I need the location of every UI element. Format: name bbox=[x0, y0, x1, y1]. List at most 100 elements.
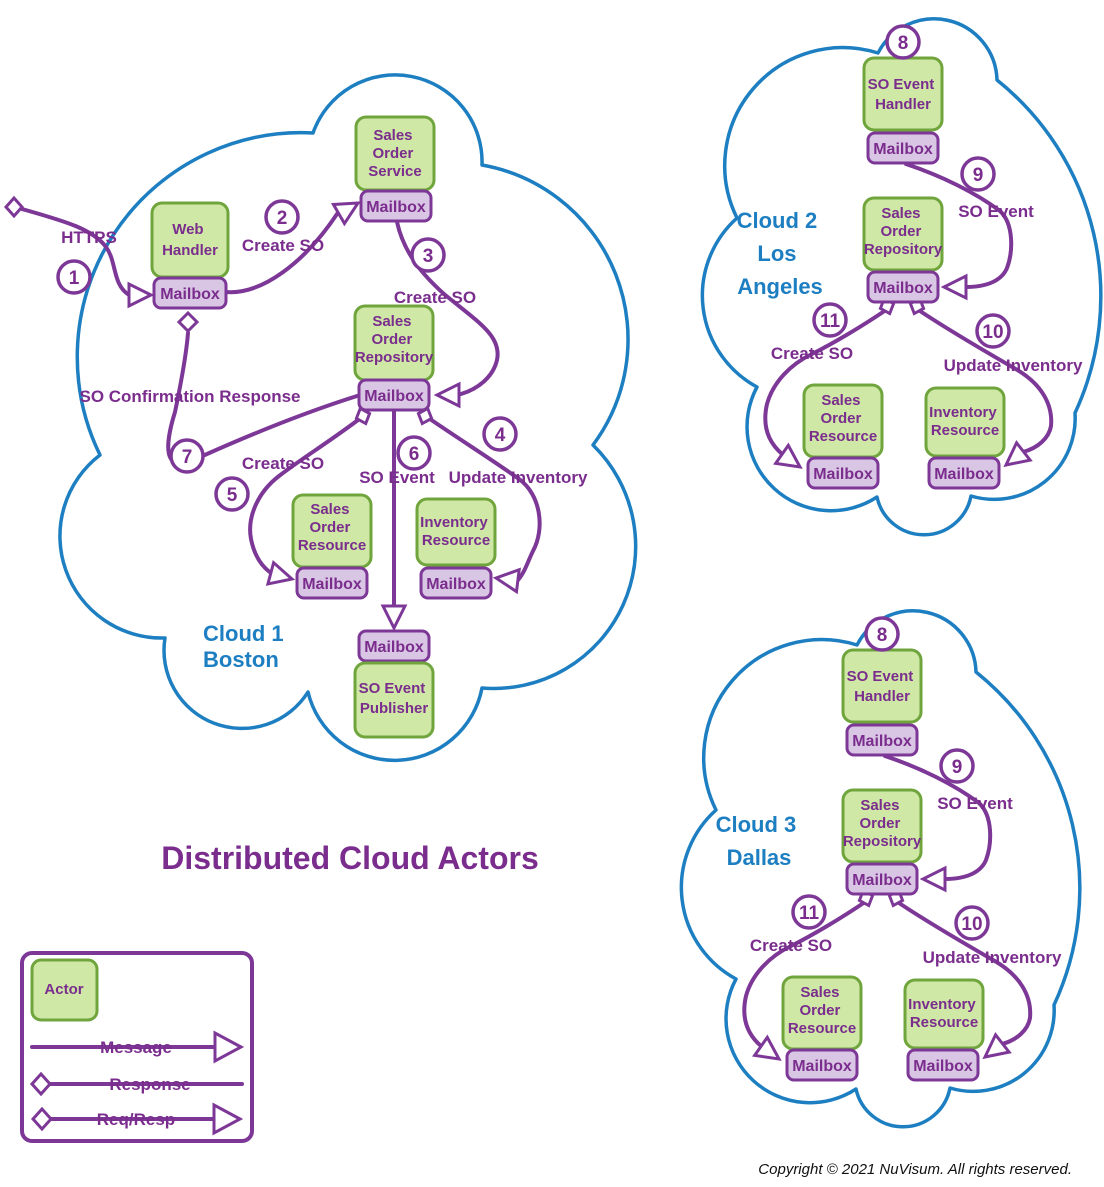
number-circle bbox=[864, 616, 900, 652]
cloud2-actor-so-event-handler bbox=[862, 56, 944, 132]
cloud2-actor-inventory-resource bbox=[924, 386, 1006, 458]
cloud1-message-5-label: Create SO bbox=[242, 454, 324, 473]
cloud3-actor-sales-order-repository bbox=[841, 788, 923, 864]
cloud1-repo-connector-diamond-left bbox=[354, 406, 372, 426]
cloud3-actor-inventory-resource-label: Inventory Resource bbox=[908, 996, 980, 1031]
cloud2-group: SO Event Handler Mailbox Sales Order Rep… bbox=[737, 24, 1083, 490]
cloud1-actor-sales-order-repository-label: Sales Order Repository bbox=[355, 313, 434, 366]
cloud1-message-4-arrowhead bbox=[492, 567, 521, 595]
legend-response-label: Response bbox=[109, 1075, 190, 1094]
cloud3-message-11-label: Create SO bbox=[750, 936, 832, 955]
cloud1-message-5-number-badge: 5 bbox=[214, 476, 250, 512]
number-circle bbox=[410, 237, 446, 273]
number-circle bbox=[396, 435, 432, 471]
cloud1-actor-web-handler bbox=[150, 201, 230, 279]
cloud2-actor-so-event-handler-label: SO Event Handler bbox=[868, 76, 939, 113]
cloud2-mailbox-inventory-resource bbox=[927, 456, 1001, 490]
legend-actor-label: Actor bbox=[44, 981, 83, 998]
cloud2-actor-sales-order-resource-label: Sales Order Resource bbox=[809, 392, 877, 445]
cloud2-actor-sales-order-repository-label: Sales Order Repository bbox=[864, 205, 943, 258]
cloud3-mailbox-inventory-resource bbox=[906, 1048, 980, 1082]
cloud2-mailbox-sales-order-repository bbox=[866, 270, 940, 304]
cloud1-actor-inventory-resource bbox=[415, 497, 497, 567]
legend-message-arrowhead bbox=[213, 1030, 245, 1064]
cloud1-mailbox-so-event-publisher-label: Mailbox bbox=[364, 639, 424, 656]
number-text: 10 bbox=[982, 322, 1003, 343]
legend-box bbox=[20, 951, 254, 1143]
cloud2-message-10-number-badge: 10 bbox=[975, 313, 1011, 349]
cloud1-message-7-response-diamond bbox=[176, 310, 200, 334]
cloud1-message-7-number-badge: 7 bbox=[169, 438, 205, 474]
cloud2-mailbox-sales-order-repository-label: Mailbox bbox=[873, 280, 933, 297]
cloud2-message-11-number-badge: 11 bbox=[812, 302, 848, 338]
cloud1-mailbox-sales-order-repository bbox=[357, 378, 431, 412]
number-text: 8 bbox=[898, 33, 909, 54]
cloud1-mailbox-sales-order-service bbox=[359, 189, 433, 223]
cloud1-message-3-label: Create SO bbox=[394, 288, 476, 307]
cloud3-label: Cloud 3 Dallas bbox=[716, 812, 803, 870]
legend-response-diamond bbox=[29, 1071, 53, 1097]
number-circle bbox=[264, 199, 300, 235]
number-circle bbox=[954, 905, 990, 941]
number-circle bbox=[975, 313, 1011, 349]
cloud3-group: SO Event Handler Mailbox Sales Order Rep… bbox=[679, 609, 1082, 1129]
cloud1-message-1-origin-diamond bbox=[3, 195, 25, 219]
cloud2-message-9-arrowhead bbox=[940, 273, 968, 301]
number-text: 2 bbox=[277, 208, 288, 229]
legend-message-label: Message bbox=[100, 1038, 172, 1057]
cloud3-message-8-number-badge: 8 bbox=[864, 616, 900, 652]
cloud1-group: Web Handler Mailbox Sales Order Service … bbox=[3, 115, 588, 739]
legend-actor-swatch bbox=[30, 958, 99, 1022]
cloud3-mailbox-sales-order-repository-label: Mailbox bbox=[852, 872, 912, 889]
cloud2-message-10-arrowhead bbox=[1003, 439, 1033, 468]
cloud2-mailbox-so-event-handler bbox=[866, 131, 940, 165]
cloud1-message-3-number-badge: 3 bbox=[410, 237, 446, 273]
cloud1-message-2-number-badge: 2 bbox=[264, 199, 300, 235]
cloud2-message-9-path bbox=[904, 162, 1014, 289]
cloud1-message-6-number-badge: 6 bbox=[396, 435, 432, 471]
number-text: 9 bbox=[952, 757, 963, 778]
cloud3-actor-sales-order-repository-label: Sales Order Repository bbox=[843, 797, 922, 850]
cloud2-actor-sales-order-repository bbox=[862, 196, 944, 272]
number-text: 6 bbox=[409, 444, 420, 465]
cloud1-actor-so-event-publisher-label: SO Event Publisher bbox=[359, 680, 430, 717]
cloud3-message-11-arrowhead bbox=[752, 1034, 782, 1061]
cloud2-message-9-label: SO Event bbox=[958, 202, 1034, 221]
number-text: 10 bbox=[961, 914, 982, 935]
cloud1-mailbox-sales-order-resource-label: Mailbox bbox=[302, 576, 362, 593]
cloud2-message-11-arrowhead bbox=[773, 442, 803, 469]
cloud2-message-8-number-badge: 8 bbox=[885, 24, 921, 60]
legend-reqresp-label: Req/Resp bbox=[97, 1110, 175, 1129]
cloud3-message-9-number-badge: 9 bbox=[939, 748, 975, 784]
cloud1-mailbox-inventory-resource-label: Mailbox bbox=[426, 576, 486, 593]
number-text: 11 bbox=[820, 311, 841, 332]
number-circle bbox=[812, 302, 848, 338]
cloud3-message-10-number-badge: 10 bbox=[954, 905, 990, 941]
cloud1-actor-web-handler-label: Web Handler bbox=[162, 221, 218, 259]
cloud1-message-6-label: SO Event bbox=[359, 468, 435, 487]
cloud1-outline bbox=[58, 73, 638, 763]
cloud2-message-10-path bbox=[918, 309, 1054, 454]
legend-reqresp-arrowhead bbox=[212, 1102, 244, 1136]
cloud1-message-1-label: HTTPS bbox=[61, 228, 117, 247]
number-text: 3 bbox=[423, 246, 434, 267]
cloud1-actor-so-event-publisher bbox=[353, 661, 435, 739]
cloud1-message-2-arrowhead bbox=[330, 201, 361, 227]
cloud1-repo-connector-diamond-right bbox=[416, 406, 434, 426]
number-circle bbox=[939, 748, 975, 784]
cloud1-mailbox-so-event-publisher bbox=[357, 629, 431, 663]
cloud2-mailbox-sales-order-resource-label: Mailbox bbox=[813, 466, 873, 483]
cloud1-message-2-path bbox=[224, 212, 339, 295]
number-text: 7 bbox=[182, 447, 193, 468]
copyright-notice: Copyright © 2021 NuVisum. All rights res… bbox=[758, 1161, 1072, 1178]
number-text: 11 bbox=[799, 903, 820, 924]
cloud1-label: Cloud 1 Boston bbox=[203, 621, 290, 672]
cloud3-mailbox-sales-order-resource bbox=[785, 1048, 859, 1082]
cloud1-mailbox-web-handler-label: Mailbox bbox=[160, 286, 220, 303]
cloud3-message-10-arrowhead bbox=[982, 1031, 1012, 1060]
cloud1-message-4-number-badge: 4 bbox=[482, 416, 518, 452]
cloud3-message-10-label: Update Inventory bbox=[923, 948, 1062, 967]
number-text: 5 bbox=[227, 485, 238, 506]
page-title: Distributed Cloud Actors bbox=[161, 840, 538, 876]
cloud1-message-5-arrowhead bbox=[265, 559, 296, 586]
